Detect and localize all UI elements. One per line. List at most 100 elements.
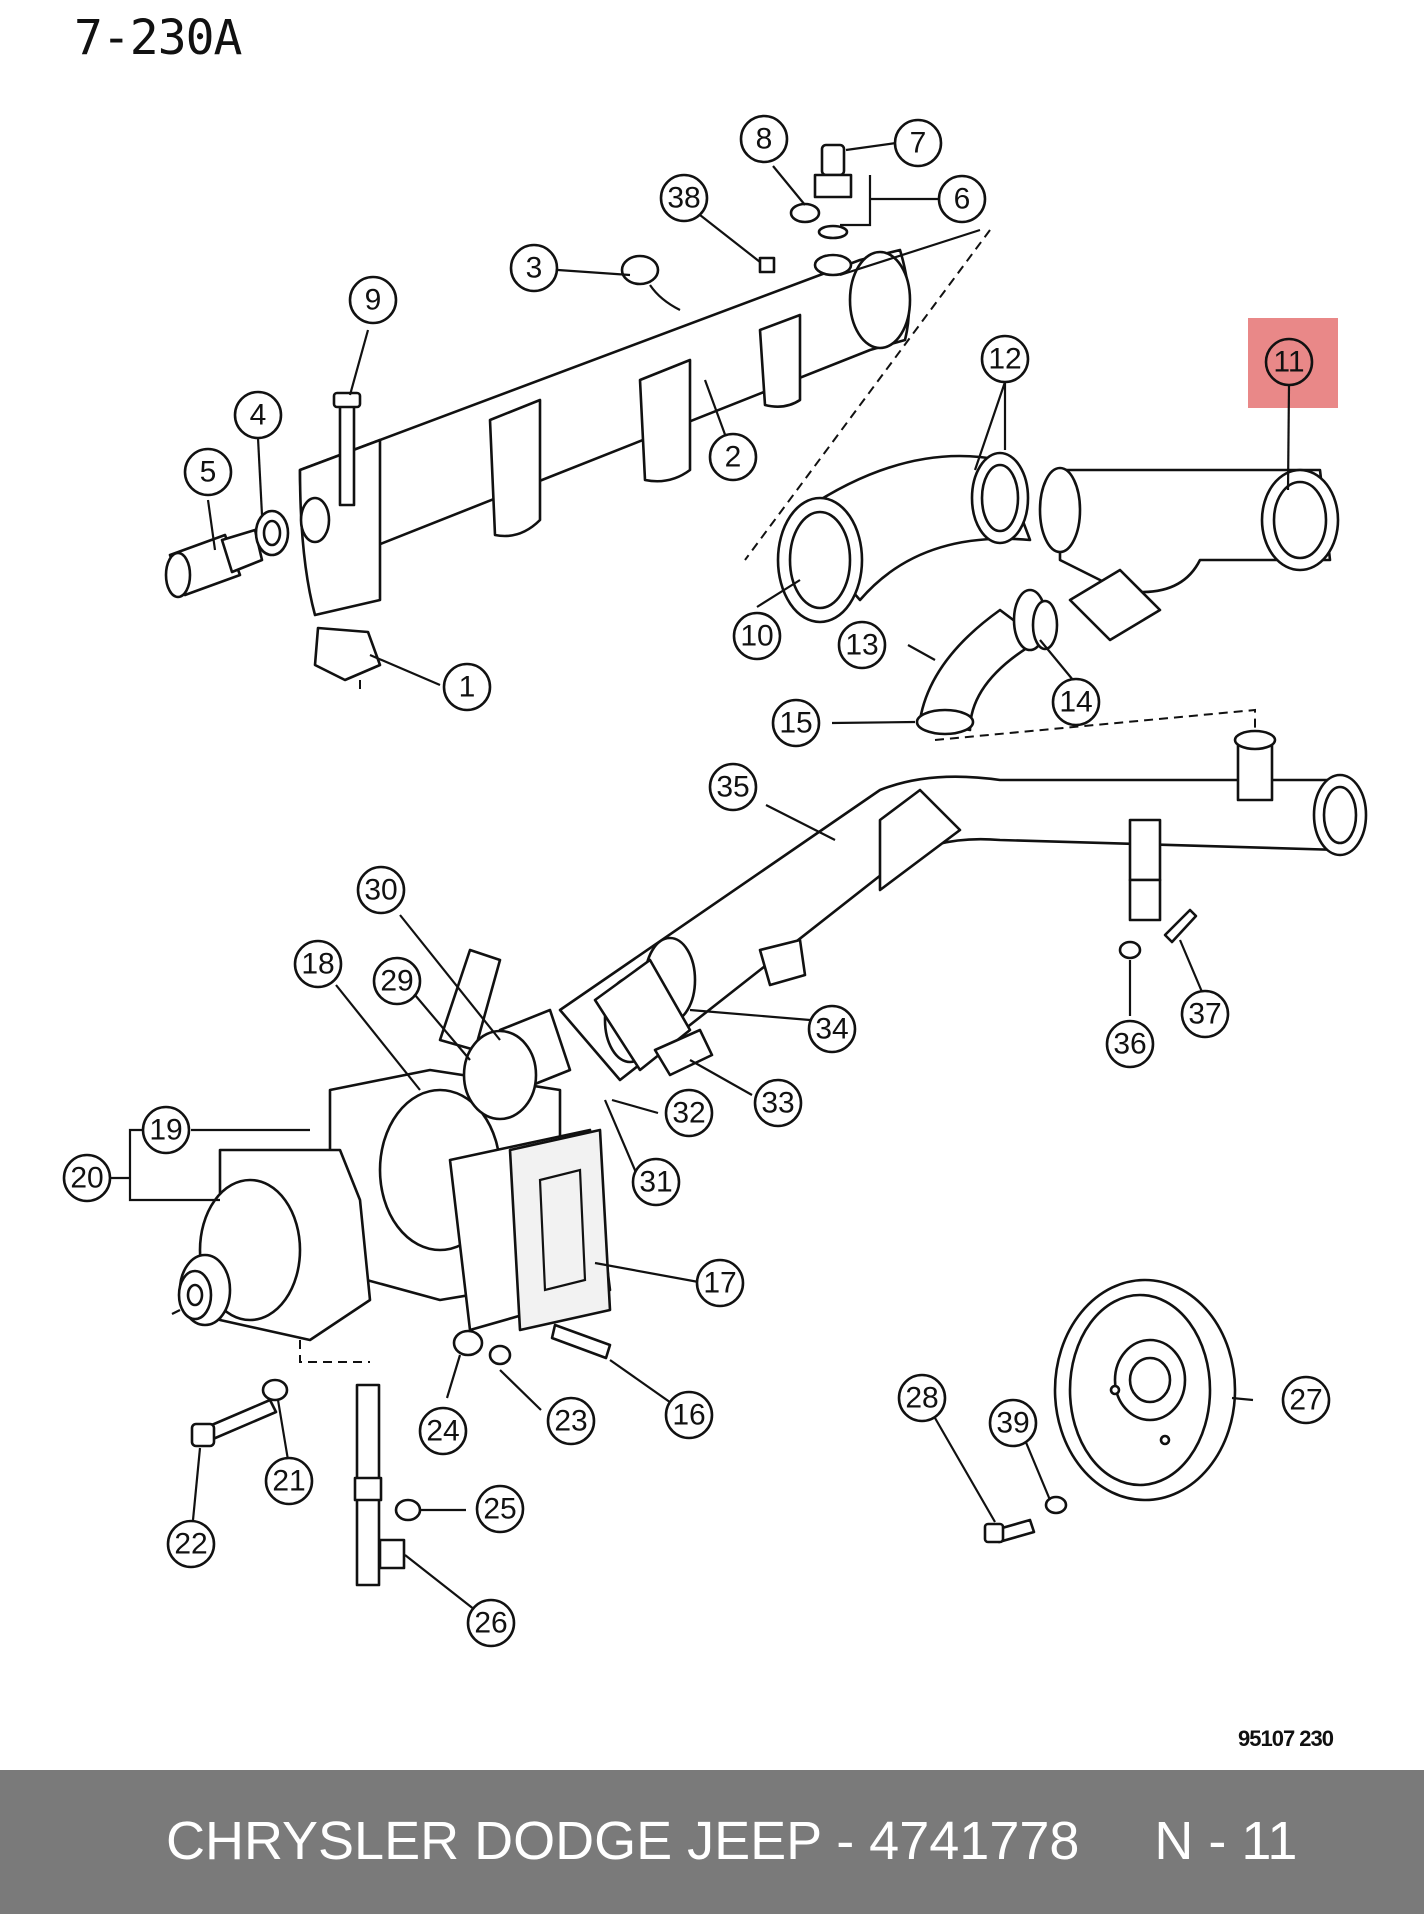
callout-27: 27	[1281, 1375, 1331, 1425]
callout-label: 3	[526, 252, 543, 285]
callout-16: 16	[664, 1390, 714, 1440]
callout-label: 38	[667, 182, 700, 215]
fasteners	[190, 1323, 1068, 1544]
callout-label: 23	[554, 1405, 587, 1438]
callout-label: 21	[272, 1465, 305, 1498]
callout-17: 17	[695, 1258, 745, 1308]
callout-22: 22	[166, 1519, 216, 1569]
callout-14: 14	[1051, 677, 1101, 727]
callout-label: 27	[1289, 1384, 1322, 1417]
callout-label: 28	[905, 1382, 938, 1415]
callout-10: 10	[732, 611, 782, 661]
screw-part-38	[758, 256, 776, 274]
callout-25: 25	[475, 1484, 525, 1534]
highlight-box	[1248, 318, 1338, 408]
hose-part-13	[915, 588, 1059, 736]
footer-part-label: CHRYSLER DODGE JEEP - 4741778 N - 11	[166, 1811, 1298, 1871]
callout-label: 16	[672, 1399, 705, 1432]
callout-32: 32	[664, 1088, 714, 1138]
callout-39: 39	[988, 1398, 1038, 1448]
callout-26: 26	[466, 1598, 516, 1648]
callout-9: 9	[348, 275, 398, 325]
callout-label: 2	[725, 441, 742, 474]
fitting-parts-4-5	[164, 509, 290, 599]
bleed-valve-parts-6-7-8	[789, 143, 853, 277]
callout-label: 37	[1188, 998, 1221, 1031]
callout-label: 32	[672, 1097, 705, 1130]
callout-label: 36	[1113, 1028, 1146, 1061]
callout-label: 18	[301, 948, 334, 981]
footer-bar: CHRYSLER DODGE JEEP - 4741778 N - 11	[0, 1770, 1424, 1914]
callout-15: 15	[771, 698, 821, 748]
callout-label: 11	[1273, 346, 1304, 379]
callout-24: 24	[418, 1406, 468, 1456]
page-title: 7-230A	[74, 10, 242, 66]
callout-label: 34	[815, 1013, 848, 1046]
leader-lines	[110, 141, 1291, 1611]
bracket-parts-36-37	[1118, 878, 1198, 960]
plug-part-3	[620, 254, 681, 311]
callout-5: 5	[183, 447, 233, 497]
callout-label: 25	[483, 1493, 516, 1526]
callout-4: 4	[233, 390, 283, 440]
callout-label: 7	[910, 127, 927, 160]
callout-11: 11	[1264, 337, 1314, 387]
callout-label: 5	[200, 456, 217, 489]
callout-29: 29	[372, 956, 422, 1006]
callout-37: 37	[1180, 989, 1230, 1039]
thermostat-housing-part-11	[1038, 466, 1340, 642]
callout-1: 1	[442, 662, 492, 712]
pulley-part-27	[1053, 1278, 1237, 1502]
callout-label: 30	[364, 874, 397, 907]
callout-label: 26	[474, 1607, 507, 1640]
callout-13: 13	[837, 620, 887, 670]
hose-part-10	[776, 451, 1032, 624]
callout-18: 18	[293, 939, 343, 989]
callout-label: 14	[1059, 686, 1092, 719]
gasket-part-17	[448, 1128, 612, 1332]
callout-21: 21	[264, 1456, 314, 1506]
callout-label: 15	[779, 707, 812, 740]
callout-label: 33	[761, 1087, 794, 1120]
callout-34: 34	[807, 1004, 857, 1054]
water-pump-part-19-20	[171, 1148, 372, 1342]
callout-20: 20	[62, 1153, 112, 1203]
callout-12: 12	[980, 334, 1030, 384]
callout-23: 23	[546, 1396, 596, 1446]
callout-label: 6	[954, 183, 971, 216]
callout-35: 35	[708, 762, 758, 812]
callout-38: 38	[659, 173, 709, 223]
hose-clamp-part-34	[593, 936, 714, 1077]
callout-28: 28	[897, 1373, 947, 1423]
coolant-manifold	[298, 228, 981, 617]
callout-30: 30	[356, 865, 406, 915]
callout-label: 12	[988, 343, 1021, 376]
callout-label: 31	[639, 1166, 672, 1199]
callout-label: 4	[250, 399, 267, 432]
gasket-part-1	[313, 626, 382, 682]
callout-label: 19	[149, 1114, 182, 1147]
callout-label: 9	[365, 284, 382, 317]
callout-2: 2	[708, 432, 758, 482]
callout-label: 24	[426, 1415, 459, 1448]
callout-label: 10	[740, 620, 773, 653]
callout-7: 7	[893, 118, 943, 168]
drawing-code: 95107 230	[1238, 1726, 1334, 1751]
callout-6: 6	[937, 174, 987, 224]
callout-3: 3	[509, 243, 559, 293]
callout-label: 20	[70, 1162, 103, 1195]
callout-label: 13	[845, 629, 878, 662]
callout-label: 1	[459, 671, 476, 704]
callout-label: 35	[716, 771, 749, 804]
callout-label: 17	[703, 1267, 736, 1300]
callout-19: 19	[141, 1105, 191, 1155]
bypass-tube-parts-25-26	[353, 1383, 422, 1587]
callout-36: 36	[1105, 1019, 1155, 1069]
bolt-part-9	[332, 391, 362, 507]
callout-label: 39	[996, 1407, 1029, 1440]
callout-33: 33	[753, 1078, 803, 1128]
exploded-parts-diagram: 1 2 3 4 5 6 7 8 9 10 11 12 13 14 15 16 1…	[62, 114, 1368, 1648]
callout-31: 31	[631, 1157, 681, 1207]
callout-label: 22	[174, 1528, 207, 1561]
callout-8: 8	[739, 114, 789, 164]
